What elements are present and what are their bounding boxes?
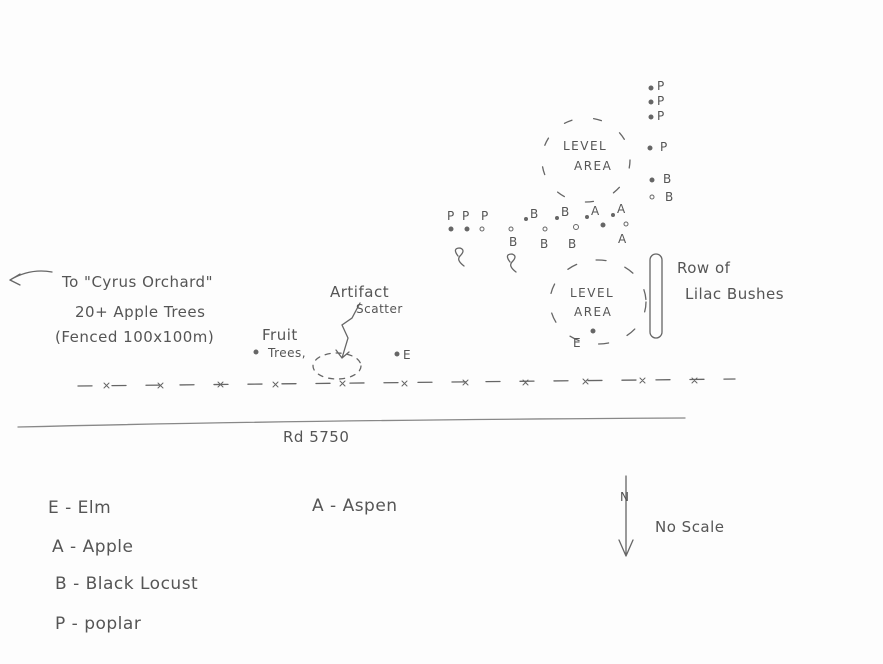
shrub-icon: [506, 253, 517, 273]
lilac-label-line2: Lilac Bushes: [685, 285, 785, 303]
tree-label: P: [657, 79, 665, 93]
tree-label: B: [663, 172, 672, 186]
tree-label: B: [509, 235, 518, 249]
tree-label: B: [561, 205, 570, 219]
legend-aspen: A - Aspen: [312, 496, 398, 516]
tree-label: P: [657, 109, 665, 123]
scatter-label: Scatter: [356, 302, 403, 316]
fence-x-marks: [103, 377, 698, 389]
road-label: Rd 5750: [283, 428, 350, 446]
tree-label: P: [462, 209, 470, 223]
tree-label: A: [617, 202, 626, 216]
orchard-note-line2: 20+ Apple Trees: [75, 303, 206, 321]
level-area-north-line1: LEVEL: [563, 139, 608, 153]
legend-apple: A - Apple: [52, 537, 134, 557]
artifact-pointer-arrow: [335, 302, 361, 359]
legend-black-locust: B - Black Locust: [55, 574, 199, 594]
tree-label: A: [591, 204, 600, 218]
level-area-south-outline: [549, 259, 647, 345]
elm-level-label: E: [573, 336, 582, 350]
fence-line: [77, 378, 736, 387]
legend-elm: E - Elm: [48, 498, 112, 518]
tree-markers: [253, 85, 655, 357]
tree-label: B: [568, 237, 577, 251]
level-area-north-outline: [541, 117, 631, 203]
north-label: N: [620, 490, 630, 504]
scale-note: No Scale: [655, 518, 725, 536]
tree-label: P: [447, 209, 455, 223]
orchard-note-line3: (Fenced 100x100m): [55, 328, 215, 346]
fruit-label: Fruit: [262, 326, 298, 344]
tree-label: P: [481, 209, 489, 223]
artifact-label: Artifact: [330, 283, 390, 301]
road-line: [17, 417, 686, 428]
level-area-north-line2: AREA: [574, 159, 613, 173]
tree-label: B: [665, 190, 674, 204]
legend-poplar: P - poplar: [55, 614, 142, 634]
lilac-label-line1: Row of: [677, 259, 731, 277]
orchard-note-line1: To "Cyrus Orchard": [62, 273, 213, 291]
tree-label: P: [657, 94, 665, 108]
west-arrow-icon: [9, 270, 53, 286]
shrub-icon: [454, 247, 465, 267]
trees-label: Trees,: [268, 346, 307, 360]
north-arrow-icon: [618, 475, 634, 557]
artifact-scatter-circle: [312, 352, 362, 380]
tree-label: B: [530, 207, 539, 221]
tree-label: A: [618, 232, 627, 246]
lilac-row-outline: [649, 253, 663, 339]
tree-label: P: [660, 140, 668, 154]
level-area-south-line1: LEVEL: [570, 286, 615, 300]
tree-label: B: [540, 237, 549, 251]
level-area-south-line2: AREA: [574, 305, 613, 319]
elm-marker-label: E: [403, 348, 412, 362]
